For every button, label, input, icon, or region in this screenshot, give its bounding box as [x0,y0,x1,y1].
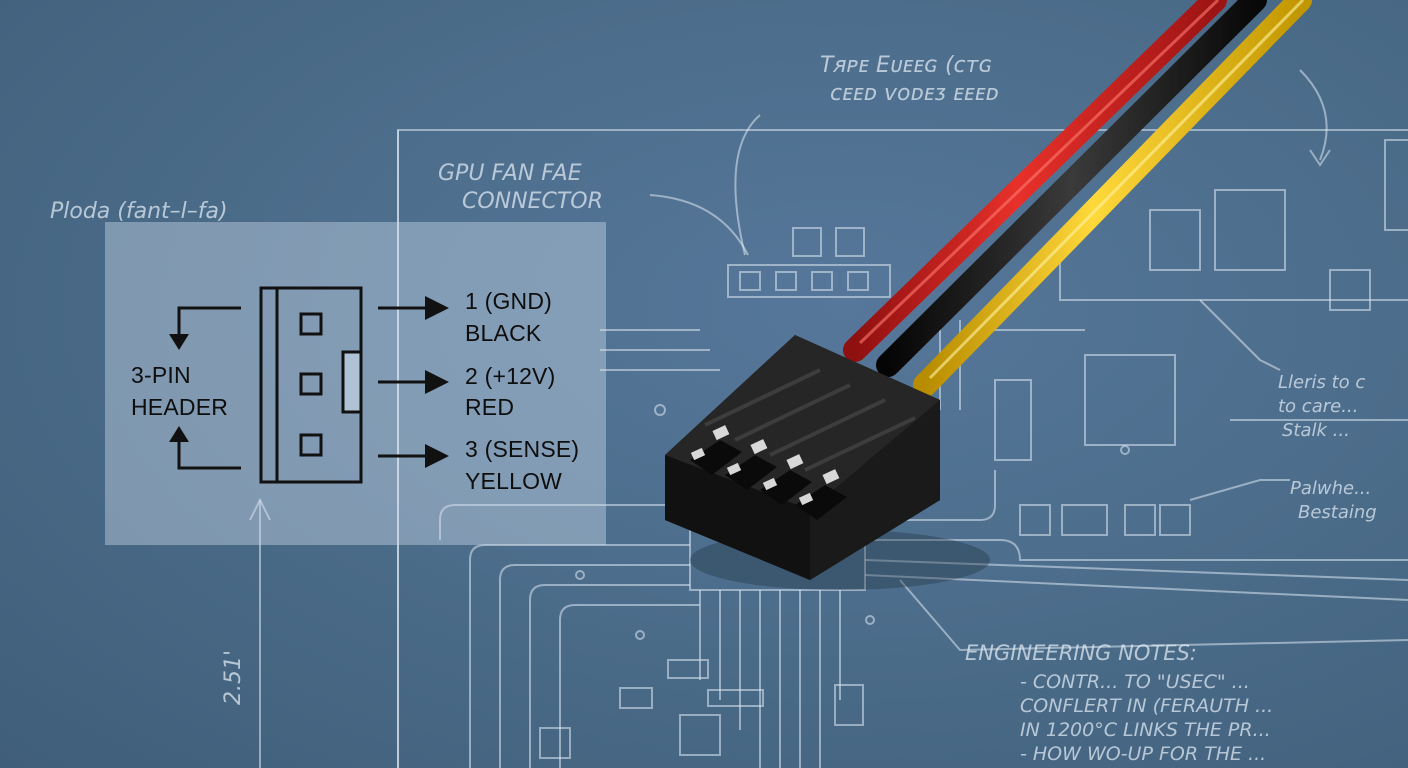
blueprint-right-note-2b: Bestaing [1298,502,1377,523]
pin-1-number-label: 1 (GND) [465,288,553,314]
engineering-notes-title: ENGINEERING NOTES: [965,641,1197,665]
left-arrow-top [177,306,241,340]
left-arrow-bottom [177,436,241,470]
arrowhead-pin-3 [425,444,449,468]
pin-3-square [299,433,323,457]
engineering-note-line: CONFLERT IN (FERAUTH ... [1020,695,1273,717]
blueprint-top-subtitle: ᴄᴇᴇᴅ ᴠᴏᴅᴇᴣ ᴇᴇᴇᴅ [830,81,999,106]
engineering-note-line: - CONTR... TO "USEC" ... [1020,671,1250,693]
arrowhead-down [169,334,189,350]
pin-2-square [299,372,323,396]
header-label-line2: HEADER [131,394,229,420]
pin-2-number-label: 2 (+12V) [465,363,556,389]
arrowhead-pin-1 [425,296,449,320]
engineering-note-line: IN 1200°C LINKS THE PR... [1020,719,1271,741]
blueprint-connector-subtitle: CONNECTOR [462,189,603,214]
pinout-overlay: 3-PIN HEADER 1 (GND) BLACK 2 (+12V) RED … [105,222,606,545]
engineering-note-line: - HOW WO-UP FOR THE ... [1020,743,1266,765]
blueprint-top-title: Tᴙᴘᴇ Eᴜᴇᴇɢ (ᴄᴛɢ [820,53,992,78]
blueprint-connector-title: GPU FAN FAE [438,161,582,186]
pinout-diagram [169,286,449,484]
blueprint-right-note-2: Palwhe... [1290,478,1371,499]
pin-2-color-label: RED [465,394,515,420]
blueprint-left-note: Ploda (fant–l–fa) [50,199,228,224]
blueprint-right-note-1b: to care... [1278,396,1358,417]
pin-1-color-label: BLACK [465,320,542,346]
dimension-label: 2.51' [221,650,246,705]
blueprint-right-note-1c: Stalk ... [1282,420,1350,441]
arrowhead-pin-2 [425,370,449,394]
pin-3-number-label: 3 (SENSE) [465,436,580,462]
arrowhead-up [169,426,189,442]
pin-1-square [299,312,323,336]
blueprint-right-note-1: Lleris to c [1278,372,1365,393]
pin-3-color-label: YELLOW [465,468,563,494]
header-label-line1: 3-PIN [131,362,191,388]
